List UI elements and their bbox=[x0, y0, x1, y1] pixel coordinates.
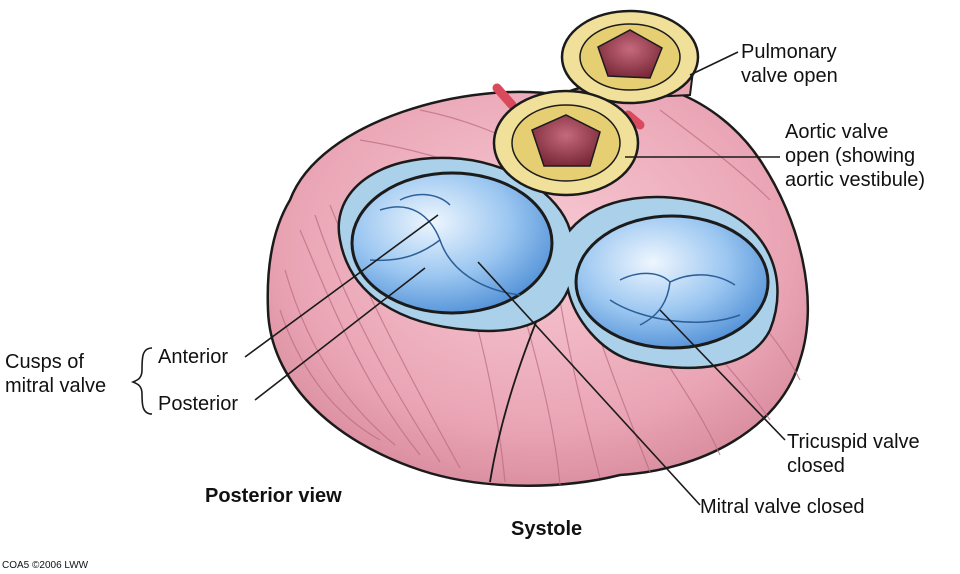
pulmonary-lumen bbox=[597, 29, 663, 79]
label-cusps-line2: mitral valve bbox=[5, 375, 107, 397]
label-pulmonary: Pulmonary valve open bbox=[741, 40, 838, 88]
left-coronary-artery bbox=[492, 83, 517, 110]
cusps-brace bbox=[130, 347, 153, 415]
leader-lines bbox=[244, 51, 786, 506]
label-aortic-line1: Aortic valve bbox=[785, 121, 889, 143]
label-tricuspid-line2: closed bbox=[787, 455, 845, 477]
label-tricuspid-line1: Tricuspid valve bbox=[787, 431, 920, 453]
label-posterior-view: Posterior view bbox=[205, 485, 342, 507]
leader-pulmonary bbox=[689, 51, 739, 76]
label-aortic: Aortic valve open (showing aortic vestib… bbox=[785, 120, 925, 192]
right-coronary-artery bbox=[623, 110, 645, 130]
label-posterior: Posterior bbox=[158, 393, 239, 415]
label-mitral: Mitral valve closed bbox=[700, 496, 865, 518]
label-tricuspid: Tricuspid valve closed bbox=[787, 430, 920, 478]
label-systole: Systole bbox=[511, 518, 583, 540]
label-pulmonary-line2: valve open bbox=[741, 65, 838, 87]
mitral-cusp-lines bbox=[369, 193, 521, 296]
leader-posterior bbox=[254, 267, 426, 401]
label-cusps: Cusps of mitral valve bbox=[5, 350, 106, 398]
tricuspid-valve bbox=[574, 214, 770, 350]
label-pulmonary-line1: Pulmonary bbox=[741, 41, 837, 63]
credit-text: COA5 ©2006 LWW bbox=[2, 560, 89, 571]
label-cusps-line1: Cusps of bbox=[5, 351, 84, 373]
leader-tricuspid bbox=[659, 309, 786, 441]
label-anterior: Anterior bbox=[158, 346, 229, 368]
label-aortic-line2: open (showing bbox=[785, 145, 916, 167]
aortic-lumen bbox=[531, 114, 601, 167]
label-aortic-line3: aortic vestibule) bbox=[785, 169, 926, 191]
leader-mitral bbox=[477, 261, 701, 506]
mitral-valve bbox=[350, 171, 554, 315]
leader-anterior bbox=[244, 214, 439, 358]
